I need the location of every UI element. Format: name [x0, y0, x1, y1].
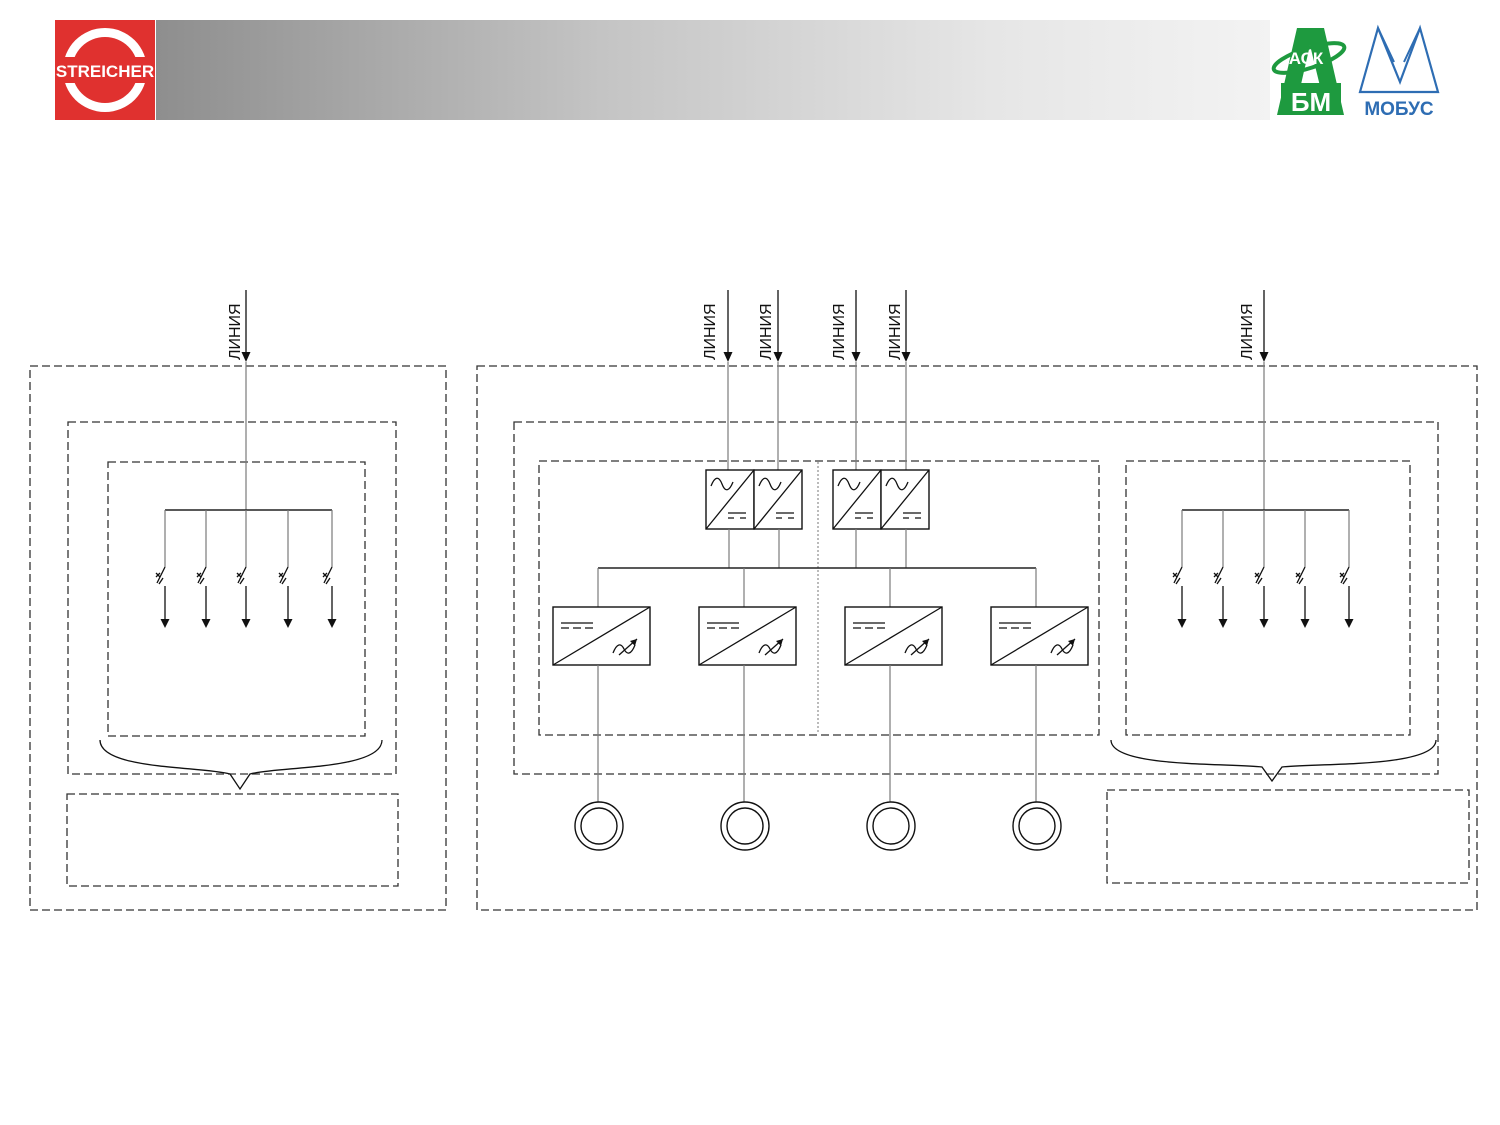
- mobus-logo: МОБУС: [1358, 24, 1440, 120]
- drive-1: [552, 568, 651, 851]
- motor-1: [574, 801, 624, 851]
- motor-2: [720, 801, 770, 851]
- askbm-logo: АСК БМ: [1271, 28, 1347, 117]
- left-feeder-5: [322, 510, 337, 628]
- mobus-text: МОБУС: [1364, 99, 1434, 120]
- feed-label-6: ЛИНИЯ: [1239, 303, 1256, 360]
- right-feeder-2: [1213, 510, 1228, 628]
- streicher-logo: STREICHER: [55, 20, 155, 120]
- right-feeder-5: [1339, 510, 1354, 628]
- rectifier-2: [753, 469, 803, 530]
- left-note-box: [66, 793, 399, 887]
- right-feeder-4: [1295, 510, 1310, 628]
- rectifier-3: [832, 469, 882, 530]
- inverter-3: [844, 606, 943, 666]
- feed-lines: [241, 290, 1269, 362]
- feed-label-5: ЛИНИЯ: [887, 303, 904, 360]
- askbm-top-text: АСК: [1289, 49, 1324, 68]
- left-distribution-panel: [107, 461, 366, 737]
- left-switchgear-enclosure: [67, 421, 397, 775]
- drive-4: [990, 568, 1089, 851]
- drive-system-enclosure: [513, 421, 1439, 775]
- feed-label-1: ЛИНИЯ: [227, 303, 244, 360]
- left-outer-enclosure: [29, 365, 447, 911]
- motor-3: [866, 801, 916, 851]
- streicher-logo-text: STREICHER: [56, 62, 154, 81]
- left-brace: [99, 739, 383, 791]
- inverter-4: [990, 606, 1089, 666]
- converter-panel: [538, 460, 1100, 736]
- inverter-1: [552, 606, 651, 666]
- right-outer-enclosure: [476, 365, 1478, 911]
- rectifier-group-2: [832, 362, 930, 568]
- left-feeder-4: [278, 510, 293, 628]
- right-note-box: [1106, 789, 1470, 884]
- right-distribution-panel: [1125, 460, 1411, 736]
- rectifier-1: [705, 469, 755, 530]
- left-feeder-2: [196, 510, 211, 628]
- askbm-bottom-text: БМ: [1291, 87, 1331, 117]
- converter-system: [552, 362, 1089, 851]
- drive-3: [844, 568, 943, 851]
- right-feeder-3: [1254, 510, 1269, 628]
- rectifier-4: [880, 469, 930, 530]
- left-distribution: [155, 362, 337, 628]
- feed-label-4: ЛИНИЯ: [831, 303, 848, 360]
- drive-2: [698, 568, 797, 851]
- inverter-2: [698, 606, 797, 666]
- feed-label-3: ЛИНИЯ: [758, 303, 775, 360]
- left-feeder-3: [236, 510, 251, 628]
- right-brace: [1110, 739, 1437, 783]
- rectifier-group-1: [705, 362, 803, 568]
- header-banner: [156, 20, 1270, 120]
- motor-4: [1012, 801, 1062, 851]
- feed-label-2: ЛИНИЯ: [702, 303, 719, 360]
- right-feeder-1: [1172, 510, 1187, 628]
- right-distribution: [1172, 362, 1354, 628]
- left-feeder-1: [155, 510, 170, 628]
